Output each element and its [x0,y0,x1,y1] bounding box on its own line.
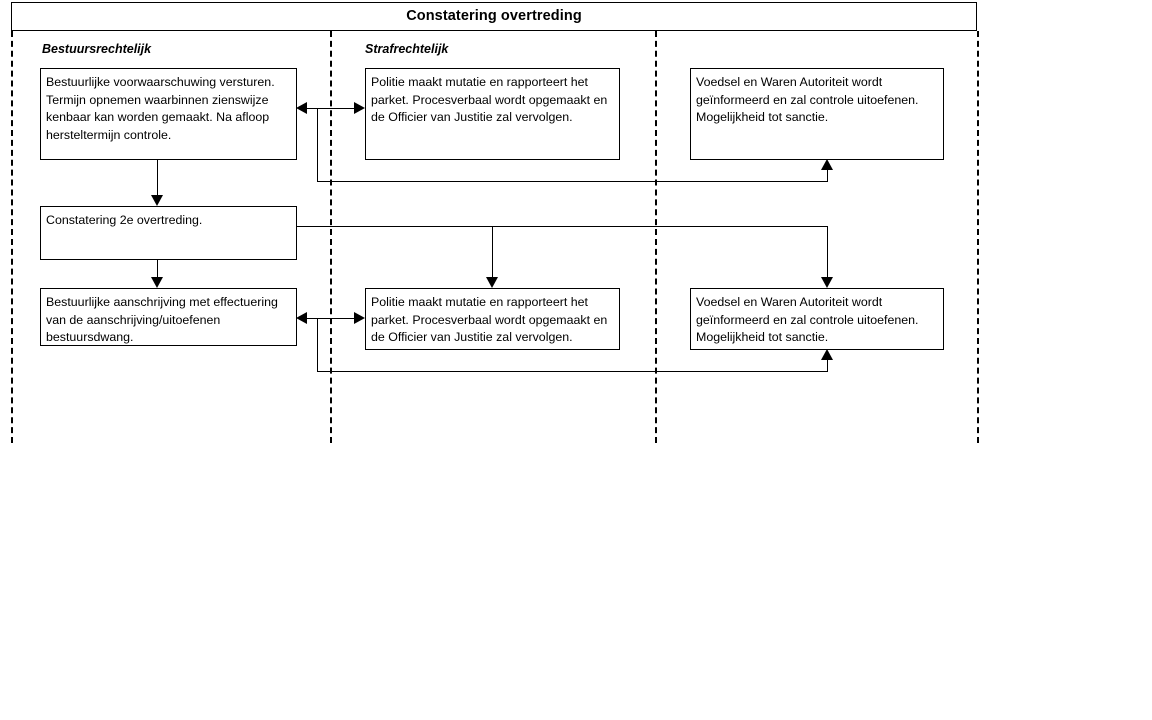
lane-label-bestuursrechtelijk: Bestuursrechtelijk [42,42,152,56]
connector-row1-vwa-horizontal [317,181,828,182]
connector-n4-n7-arrowhead [821,277,833,288]
diagram-title: Constatering overtreding [406,8,582,25]
connector-n4-n5-line [157,260,158,277]
node-constatering-2e-overtreding[interactable]: Constatering 2e overtreding. [40,206,297,260]
connector-row1-vwa-riser [827,170,828,182]
node-politie-mutatie-1[interactable]: Politie maakt mutatie en rapporteert het… [365,68,620,160]
connector-n5-n6-line [305,318,359,319]
connector-n5-n6-arrowhead-left [296,312,307,324]
connector-row3-vwa-horizontal [317,371,828,372]
connector-n1-n2-arrowhead-right [354,102,365,114]
node-vwa-2[interactable]: Voedsel en Waren Autoriteit wordt geïnfo… [690,288,944,350]
node-bestuurlijke-voorwaarschuwing[interactable]: Bestuurlijke voorwaarschuwing versturen.… [40,68,297,160]
connector-n1-n2-line [305,108,359,109]
connector-n4-n5-arrowhead [151,277,163,288]
lane-divider-right [977,31,979,443]
connector-n4-n6-line [492,226,493,277]
connector-n5-n6-arrowhead-right [354,312,365,324]
lane-divider-1 [330,31,332,443]
connector-n4-n6-arrowhead [486,277,498,288]
connector-n1-n4-line [157,160,158,195]
connector-row3-vwa-riser [827,360,828,372]
connector-row1-vwa-vertical-stub [317,108,318,181]
connector-n4-distribution-bar [297,226,828,227]
node-vwa-1[interactable]: Voedsel en Waren Autoriteit wordt geïnfo… [690,68,944,160]
node-politie-mutatie-2[interactable]: Politie maakt mutatie en rapporteert het… [365,288,620,350]
node-bestuurlijke-aanschrijving[interactable]: Bestuurlijke aanschrijving met effectuer… [40,288,297,346]
lane-label-strafrechtelijk: Strafrechtelijk [365,42,449,56]
connector-n1-n4-arrowhead [151,195,163,206]
lane-divider-2 [655,31,657,443]
connector-n1-n2-arrowhead-left [296,102,307,114]
connector-row1-vwa-arrowhead [821,159,833,170]
diagram-header: Constatering overtreding [11,2,977,31]
connector-row3-vwa-vertical-stub [317,318,318,372]
connector-row3-vwa-arrowhead [821,349,833,360]
connector-n4-n7-line [827,226,828,277]
lane-divider-left [11,31,13,443]
